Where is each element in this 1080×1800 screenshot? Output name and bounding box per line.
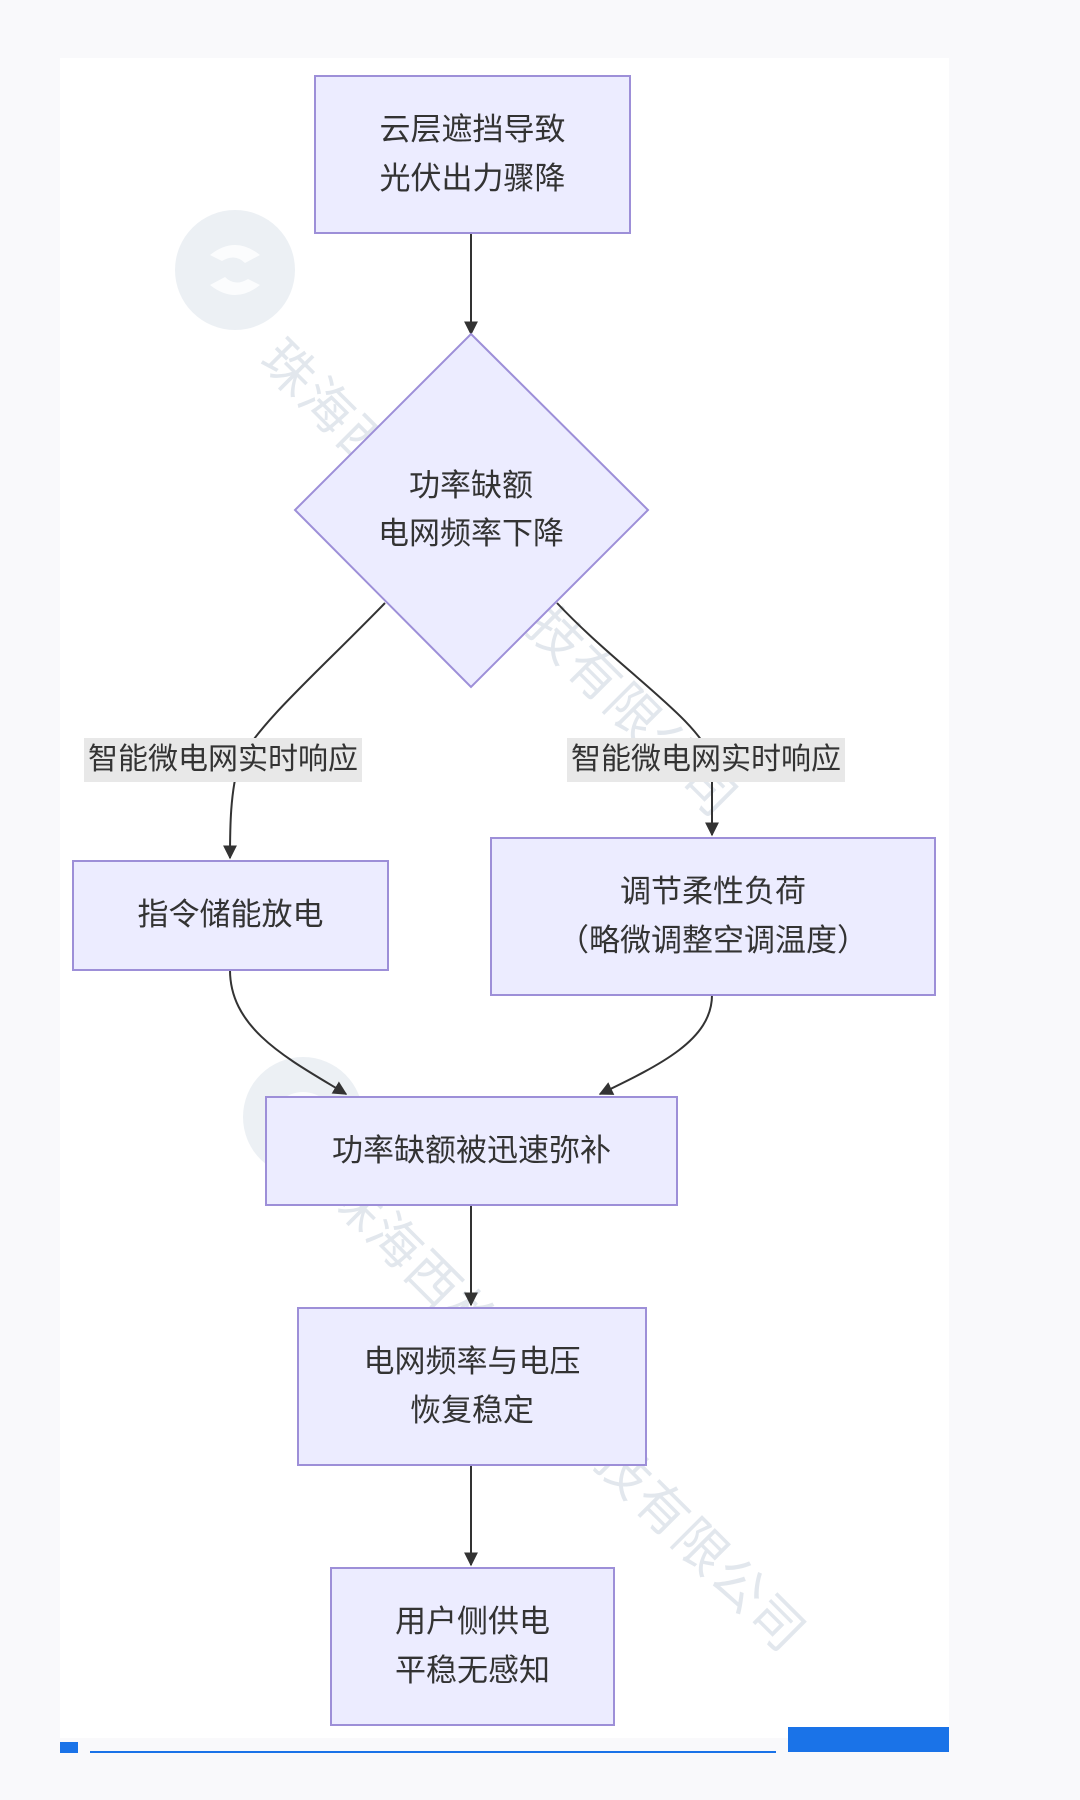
node-cloud-cover: 云层遮挡导致 光伏出力骤降 — [314, 75, 631, 234]
node-user-supply: 用户侧供电 平稳无感知 — [330, 1567, 615, 1726]
edge-storage-to-compensated — [229, 969, 348, 1095]
edge-label-left: 智能微电网实时响应 — [84, 738, 362, 782]
node-deficit-compensated: 功率缺额被迅速弥补 — [265, 1096, 678, 1206]
edge-deficit-to-storage — [223, 602, 386, 860]
edge-label-right: 智能微电网实时响应 — [567, 738, 845, 782]
watermark-logo-icon — [175, 210, 295, 330]
node-power-deficit-label: 功率缺额 电网频率下降 — [378, 467, 564, 552]
footer-accent-line — [90, 1751, 776, 1753]
edge-flexible-to-compensated — [598, 994, 713, 1095]
decision-diamond — [293, 332, 650, 689]
footer-accent-block — [788, 1727, 949, 1752]
node-grid-restored: 电网频率与电压 恢复稳定 — [297, 1307, 647, 1466]
footer-accent-small — [60, 1742, 78, 1753]
node-storage-discharge: 指令储能放电 — [72, 860, 389, 971]
node-flexible-load: 调节柔性负荷 （略微调整空调温度） — [490, 837, 936, 996]
edge-deficit-to-flexible — [556, 602, 719, 837]
